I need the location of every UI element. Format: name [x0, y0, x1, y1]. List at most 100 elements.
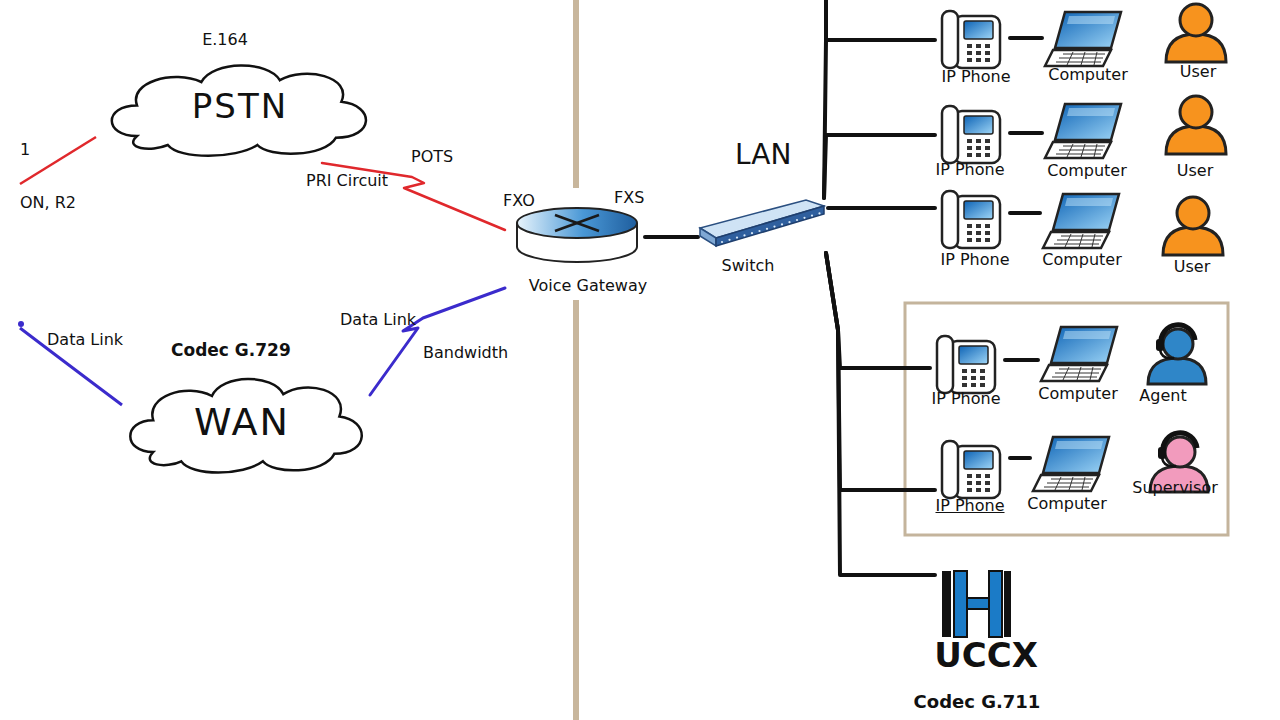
icon-line: [1094, 144, 1097, 157]
user-figure: User: [1158, 0, 1233, 82]
icon-rect: [985, 153, 990, 157]
icon-line: [1067, 144, 1073, 157]
icon-rect: [967, 488, 972, 492]
icon-line: [1063, 367, 1069, 380]
icon-rect: [985, 44, 990, 48]
icon-line: [555, 215, 599, 231]
router-icon: [515, 205, 640, 265]
switch-icon: [698, 198, 828, 253]
icon-circle: [751, 232, 753, 234]
signalling-type: ON, R2: [20, 194, 76, 212]
icon-polygon: [1067, 16, 1115, 24]
icon-line: [1065, 234, 1071, 247]
icon-path: [1166, 126, 1226, 154]
phone-pc-link: [1010, 131, 1042, 135]
trunk-type: 1: [20, 141, 30, 159]
icon-rect: [985, 474, 990, 478]
icon-path: [112, 66, 366, 156]
icon-line: [1047, 483, 1091, 484]
icon-rect: [976, 488, 981, 492]
icon-circle: [758, 230, 760, 232]
icon-rect: [942, 441, 958, 498]
icon-circle: [721, 241, 723, 243]
phone-icon: [935, 335, 997, 391]
icon-polygon: [1065, 198, 1113, 206]
icon-polygon: [1051, 327, 1117, 363]
computer: Computer: [1042, 8, 1137, 88]
node-label: Computer: [1042, 251, 1122, 269]
icon-rect: [989, 571, 1002, 637]
user-figure: User: [1155, 185, 1230, 277]
icon-rect: [967, 238, 972, 242]
computer: Computer: [1042, 100, 1137, 182]
codec-note: Codec G.711: [914, 692, 1041, 712]
laptop-icon: [1045, 102, 1123, 160]
phone-icon: [940, 105, 1002, 165]
panel-divider: [573, 300, 579, 720]
icon-rect: [967, 146, 972, 150]
computer: Computer: [1040, 188, 1135, 270]
lan-branch: [826, 253, 935, 490]
icon-rect: [976, 146, 981, 150]
icon-rect: [980, 369, 985, 373]
icon-rect: [985, 238, 990, 242]
icon-line: [1059, 58, 1103, 59]
icon-rect: [967, 153, 972, 157]
isdn-wire: [20, 137, 96, 184]
icon-rect: [964, 116, 993, 134]
phone-pc-link: [1005, 358, 1038, 362]
icon-circle: [743, 234, 745, 236]
icon-path: [130, 379, 361, 473]
icon-path: [1162, 458, 1176, 466]
icon-rect: [985, 58, 990, 62]
ip-phone: IP Phone: [930, 333, 1005, 409]
node-label: Computer: [1027, 495, 1107, 513]
agent-icon: [1142, 430, 1212, 486]
icon-circle: [803, 217, 805, 219]
laptop-icon: [1043, 192, 1121, 250]
lan-branch: [826, 253, 930, 368]
icon-rect: [964, 451, 993, 469]
icon-polygon: [1053, 194, 1119, 230]
icon-rect: [967, 58, 972, 62]
icon-rect: [976, 44, 981, 48]
icon-rect: [976, 474, 981, 478]
icon-polygon: [1055, 12, 1121, 48]
wan-cloud: WAN: [115, 368, 370, 480]
laptop-icon: [1045, 10, 1123, 68]
phone-icon: [940, 190, 1002, 250]
gateway-switch-link: [645, 235, 698, 239]
icon-rect: [967, 474, 972, 478]
node-label: User: [1177, 162, 1213, 180]
icon-rect: [1158, 447, 1166, 459]
icon-rect: [971, 383, 976, 387]
icon-line: [1077, 367, 1081, 380]
wire-end-dot: [18, 321, 24, 327]
ip-phone: IP Phone: [935, 103, 1010, 183]
icon-polygon: [1041, 365, 1107, 381]
icon-circle: [781, 223, 783, 225]
icon-line: [1059, 150, 1103, 151]
icon-path: [1160, 350, 1174, 358]
pstn-cloud: PSTN: [95, 55, 375, 163]
node-label: User: [1180, 63, 1216, 81]
agent-figure: Agent: [1138, 318, 1210, 406]
icon-rect: [980, 383, 985, 387]
icon-ellipse: [517, 208, 637, 238]
phone-icon: [940, 10, 1002, 70]
phone-pc-link: [1010, 456, 1030, 460]
icon-rect: [985, 231, 990, 235]
lan-bus: [824, 0, 828, 40]
icon-rect: [967, 598, 989, 609]
icon-polygon: [1045, 142, 1111, 158]
node-label: User: [1174, 258, 1210, 276]
icon-polygon: [1063, 331, 1111, 339]
icon-line: [1069, 477, 1073, 490]
icon-rect: [967, 481, 972, 485]
icon-polygon: [1043, 232, 1109, 248]
codec-note: Codec G.729: [171, 341, 291, 360]
icon-circle: [1180, 4, 1212, 36]
icon-line: [555, 215, 599, 231]
icon-rect: [980, 376, 985, 380]
